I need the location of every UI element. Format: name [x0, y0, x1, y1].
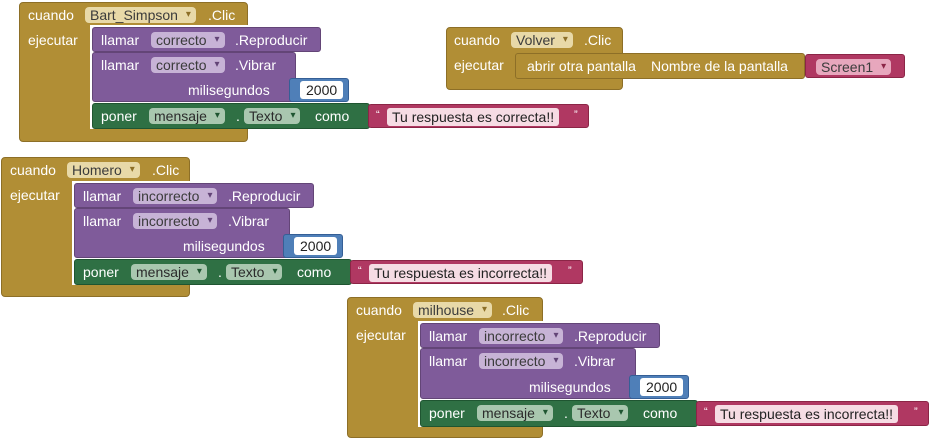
dot-label: .: [564, 405, 568, 421]
clic-label: .Clic: [584, 32, 612, 48]
sound-dropdown-incorrecto[interactable]: incorrecto: [133, 213, 218, 229]
duration-value[interactable]: 2000: [294, 237, 338, 255]
message-text-correcta[interactable]: Tu respuesta es correcta!!: [387, 108, 560, 126]
vibrar-label: .Vibrar: [235, 57, 276, 73]
reproducir-label: .Reproducir: [228, 188, 301, 204]
sound-dropdown-correcto[interactable]: correcto: [151, 32, 225, 48]
ejecutar-label: ejecutar: [454, 57, 504, 73]
number-block-homero-duration[interactable]: 2000: [283, 234, 343, 258]
milisegundos-label: milisegundos: [183, 238, 265, 254]
duration-value[interactable]: 2000: [640, 378, 684, 396]
close-quote-icon: ”: [574, 109, 578, 121]
string-block-bart-message[interactable]: “ Tu respuesta es correcta!! ”: [368, 104, 589, 128]
open-quote-icon: “: [704, 406, 708, 418]
component-dropdown-bart-simpson[interactable]: Bart_Simpson: [85, 7, 196, 23]
component-dropdown-homero[interactable]: Homero: [67, 162, 140, 178]
sound-dropdown-incorrecto[interactable]: incorrecto: [133, 188, 218, 204]
set-component-dropdown[interactable]: mensaje: [477, 405, 553, 421]
open-quote-icon: “: [358, 265, 362, 277]
set-property-dropdown[interactable]: Texto: [244, 108, 301, 124]
dot-label: .: [218, 264, 222, 280]
set-component-dropdown[interactable]: mensaje: [149, 108, 225, 124]
poner-label: poner: [429, 405, 465, 421]
ejecutar-label: ejecutar: [356, 327, 406, 343]
llamar-label: llamar: [83, 188, 122, 204]
como-label: como: [297, 264, 332, 280]
screen-name-block[interactable]: Screen1: [805, 54, 905, 78]
milisegundos-label: milisegundos: [529, 379, 611, 395]
screen-dropdown[interactable]: Screen1: [816, 59, 892, 75]
duration-value[interactable]: 2000: [300, 81, 344, 99]
poner-label: poner: [101, 108, 137, 124]
component-dropdown-milhouse[interactable]: milhouse: [413, 302, 493, 318]
ejecutar-label: ejecutar: [28, 32, 78, 48]
nombre-pantalla-label: Nombre de la pantalla: [651, 58, 788, 74]
como-label: como: [643, 405, 678, 421]
como-label: como: [315, 108, 350, 124]
clic-label: .Clic: [502, 302, 530, 318]
poner-label: poner: [83, 264, 119, 280]
sound-dropdown-incorrecto[interactable]: incorrecto: [479, 328, 564, 344]
open-screen-block[interactable]: abrir otra pantalla Nombre de la pantall…: [515, 53, 805, 79]
open-quote-icon: “: [376, 109, 380, 121]
set-component-dropdown[interactable]: mensaje: [131, 264, 207, 280]
call-reproducir-block-milhouse[interactable]: llamar incorrecto .Reproducir: [420, 323, 660, 348]
ejecutar-label: ejecutar: [10, 187, 60, 203]
vibrar-label: .Vibrar: [228, 213, 269, 229]
llamar-label: llamar: [429, 328, 468, 344]
reproducir-label: .Reproducir: [235, 32, 308, 48]
clic-label: .Clic: [208, 7, 236, 23]
milisegundos-label: milisegundos: [188, 82, 270, 98]
set-text-block-milhouse[interactable]: poner mensaje . Texto como: [420, 400, 698, 427]
llamar-label: llamar: [83, 213, 122, 229]
dot-label: .: [236, 108, 240, 124]
call-vibrar-block-homero[interactable]: llamar incorrecto .Vibrar milisegundos: [74, 208, 290, 258]
set-property-dropdown[interactable]: Texto: [572, 405, 629, 421]
llamar-label: llamar: [429, 353, 468, 369]
close-quote-icon: ”: [568, 265, 572, 277]
component-dropdown-volver[interactable]: Volver: [511, 32, 573, 48]
sound-dropdown-incorrecto[interactable]: incorrecto: [479, 353, 564, 369]
set-property-dropdown[interactable]: Texto: [226, 264, 283, 280]
call-vibrar-block-bart[interactable]: llamar correcto .Vibrar milisegundos: [92, 52, 296, 102]
close-quote-icon: ”: [914, 406, 918, 418]
abrir-otra-pantalla-label: abrir otra pantalla: [527, 58, 636, 74]
call-reproducir-block-bart[interactable]: llamar correcto .Reproducir: [92, 27, 321, 52]
reproducir-label: .Reproducir: [574, 328, 647, 344]
call-vibrar-block-milhouse[interactable]: llamar incorrecto .Vibrar milisegundos: [420, 348, 636, 399]
cuando-label: cuando: [28, 7, 74, 23]
set-text-block-bart[interactable]: poner mensaje . Texto como: [92, 103, 370, 129]
cuando-label: cuando: [10, 162, 56, 178]
string-block-milhouse-message[interactable]: “ Tu respuesta es incorrecta!! ”: [696, 401, 929, 426]
number-block-bart-duration[interactable]: 2000: [289, 78, 349, 102]
cuando-label: cuando: [356, 302, 402, 318]
call-reproducir-block-homero[interactable]: llamar incorrecto .Reproducir: [74, 183, 314, 208]
message-text-incorrecta[interactable]: Tu respuesta es incorrecta!!: [369, 264, 553, 282]
set-text-block-homero[interactable]: poner mensaje . Texto como: [74, 259, 352, 285]
string-block-homero-message[interactable]: “ Tu respuesta es incorrecta!! ”: [350, 260, 583, 284]
cuando-label: cuando: [454, 32, 500, 48]
llamar-label: llamar: [101, 32, 140, 48]
message-text-incorrecta[interactable]: Tu respuesta es incorrecta!!: [715, 405, 899, 423]
vibrar-label: .Vibrar: [574, 353, 615, 369]
llamar-label: llamar: [101, 57, 140, 73]
number-block-milhouse-duration[interactable]: 2000: [629, 375, 689, 399]
sound-dropdown-correcto[interactable]: correcto: [151, 57, 225, 73]
clic-label: .Clic: [152, 162, 180, 178]
